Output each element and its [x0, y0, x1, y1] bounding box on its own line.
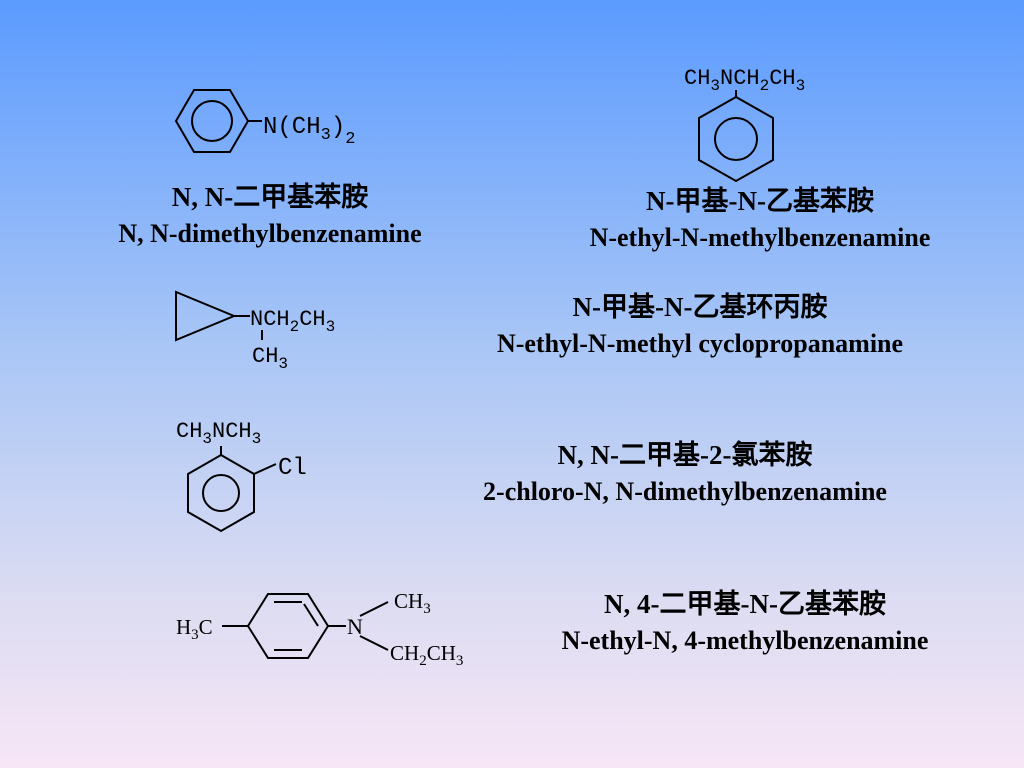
- s3-methyl-group: CH3: [252, 344, 288, 373]
- s5-n-ethyl-group: CH2CH3: [390, 641, 463, 669]
- s5-n-methyl-group: CH3: [394, 589, 431, 617]
- chinese-name: N, N-二甲基-2-氯苯胺: [557, 440, 813, 470]
- chinese-name: N-甲基-N-乙基苯胺: [646, 186, 874, 216]
- english-name: N-ethyl-N-methylbenzenamine: [589, 223, 931, 252]
- english-name: N-ethyl-N, 4-methylbenzenamine: [561, 626, 929, 655]
- english-name: N, N-dimethylbenzenamine: [118, 219, 422, 248]
- caption-compound-5: N, 4-二甲基-N-乙基苯胺 N-ethyl-N, 4-methylbenze…: [490, 585, 1000, 659]
- cyclopropane-ring: [175, 290, 263, 342]
- s4-chloro-group: Cl: [278, 455, 307, 482]
- caption-compound-1: N, N-二甲基苯胺 N, N-dimethylbenzenamine: [60, 178, 480, 252]
- caption-compound-3: N-甲基-N-乙基环丙胺 N-ethyl-N-methyl cyclopropa…: [420, 288, 980, 362]
- chinese-name: N, N-二甲基苯胺: [171, 182, 369, 212]
- benzene-ring-4: [187, 446, 277, 533]
- s2-amine-group: CH3NCH2CH3: [684, 66, 805, 95]
- s5-nitrogen: N: [347, 614, 363, 639]
- benzene-ring-2: [698, 90, 774, 183]
- english-name: N-ethyl-N-methyl cyclopropanamine: [496, 329, 904, 358]
- s4-amine-group: CH3NCH3: [176, 419, 261, 448]
- benzene-ring-5: [222, 593, 389, 659]
- chinese-name: N, 4-二甲基-N-乙基苯胺: [604, 589, 886, 619]
- benzene-ring-1: [174, 89, 262, 153]
- caption-compound-4: N, N-二甲基-2-氯苯胺 2-chloro-N, N-dimethylben…: [410, 436, 960, 510]
- s3-amine-group: NCH2CH3: [250, 307, 335, 336]
- caption-compound-2: N-甲基-N-乙基苯胺 N-ethyl-N-methylbenzenamine: [530, 182, 990, 256]
- chinese-name: N-甲基-N-乙基环丙胺: [572, 292, 828, 322]
- english-name: 2-chloro-N, N-dimethylbenzenamine: [483, 477, 887, 506]
- s5-methyl-group: H3C: [176, 615, 213, 643]
- s1-amine-group: N(CH3)2: [263, 114, 355, 149]
